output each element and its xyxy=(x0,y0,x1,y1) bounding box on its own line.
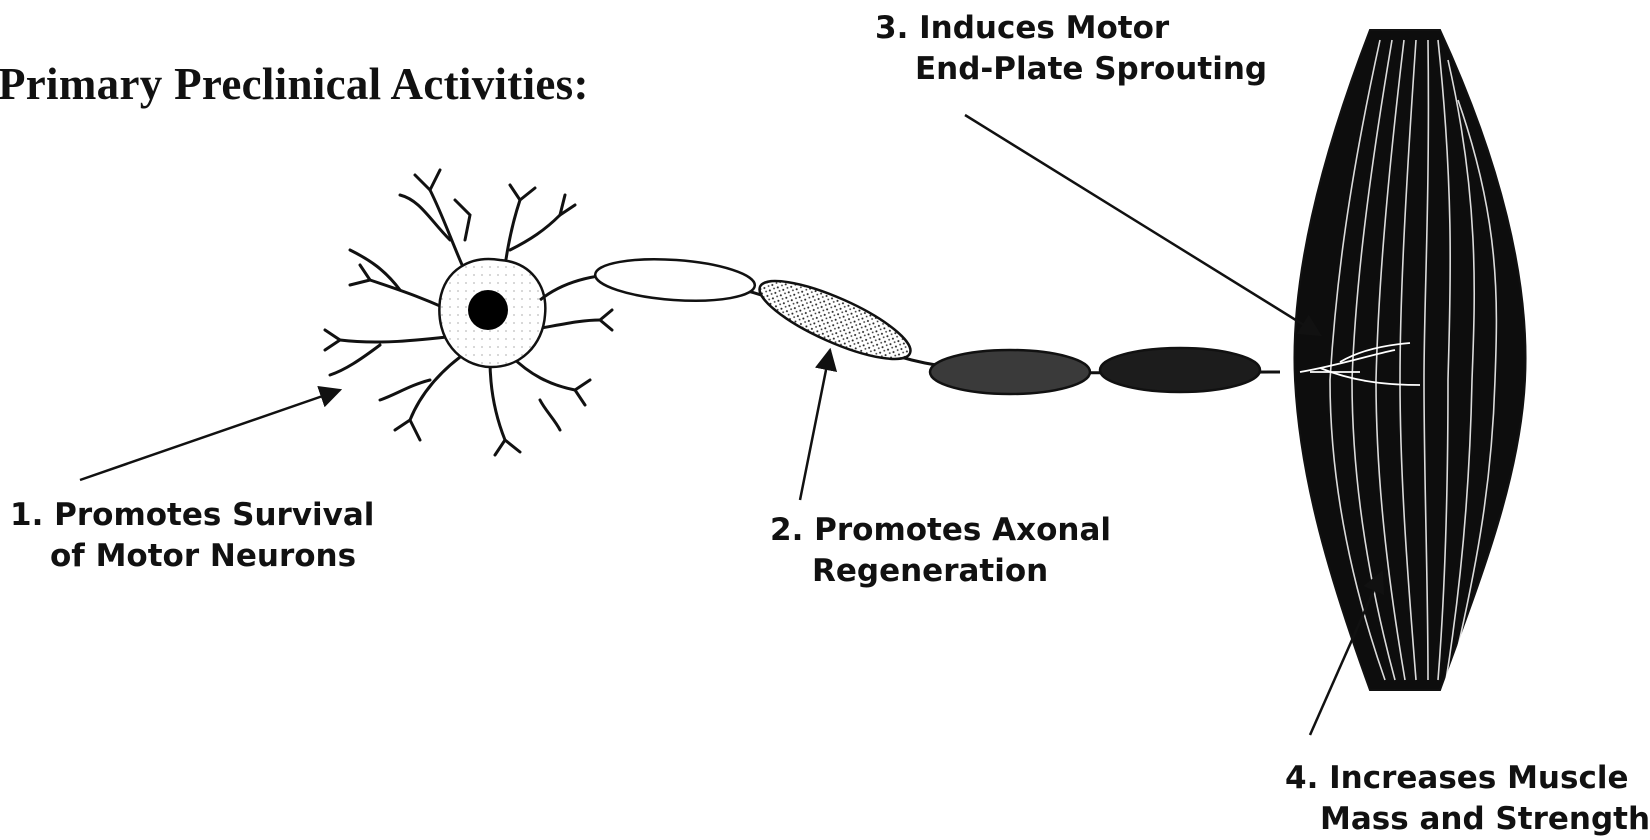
label-sprouting-line2: End-Plate Sprouting xyxy=(875,49,1267,90)
label-survival-line2: of Motor Neurons xyxy=(10,536,374,577)
arrow-survival xyxy=(80,390,340,480)
myelin-sheath-1 xyxy=(594,254,756,305)
myelin-sheath-4 xyxy=(1100,348,1260,392)
neuron-nucleus xyxy=(468,290,508,330)
arrow-sprouting xyxy=(965,115,1320,335)
label-muscle-line1: 4. Increases Muscle xyxy=(1285,758,1650,799)
muscle xyxy=(1294,30,1525,690)
label-sprouting-line1: 3. Induces Motor xyxy=(875,8,1267,49)
myelin-sheath-3 xyxy=(930,350,1090,394)
label-sprouting: 3. Induces Motor End-Plate Sprouting xyxy=(875,8,1267,90)
arrow-regeneration xyxy=(800,350,830,500)
label-survival: 1. Promotes Survival of Motor Neurons xyxy=(10,495,374,577)
label-regeneration-line2: Regeneration xyxy=(770,551,1111,592)
label-regeneration-line1: 2. Promotes Axonal xyxy=(770,510,1111,551)
label-muscle: 4. Increases Muscle Mass and Strength xyxy=(1285,758,1650,840)
label-survival-line1: 1. Promotes Survival xyxy=(10,495,374,536)
label-muscle-line2: Mass and Strength xyxy=(1285,799,1650,840)
myelin-sheath-2 xyxy=(751,267,919,374)
label-regeneration: 2. Promotes Axonal Regeneration xyxy=(770,510,1111,592)
